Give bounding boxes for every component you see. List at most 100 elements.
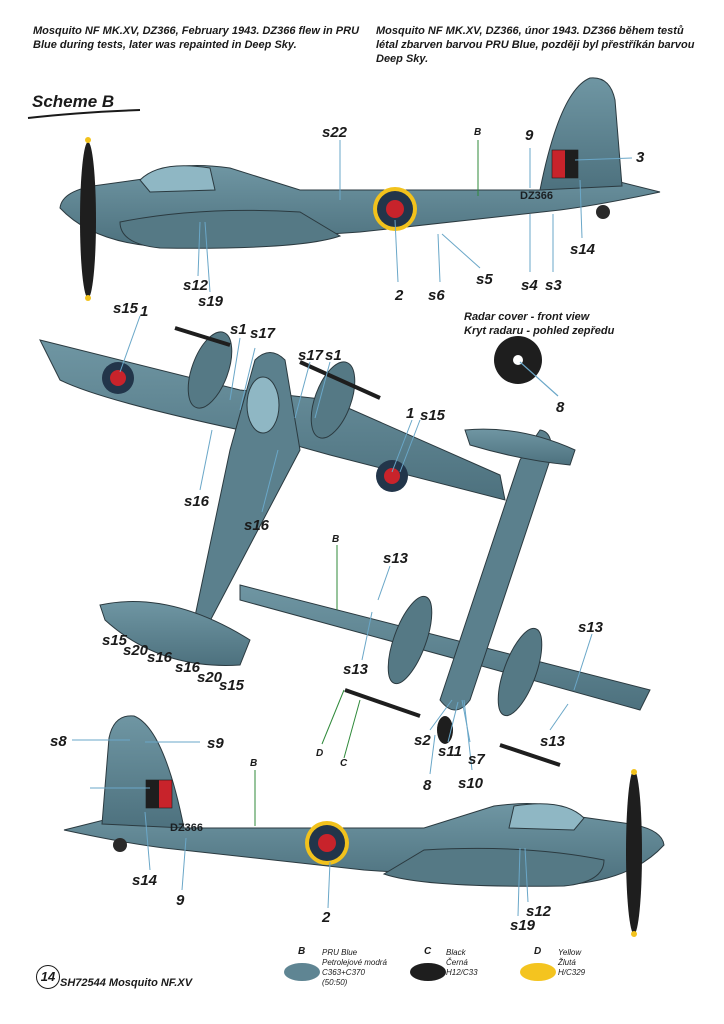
legend-line: Yellow (558, 948, 582, 957)
callout-label: s1 (230, 321, 247, 338)
callout-label: s13 (343, 661, 369, 678)
prop-tip (631, 769, 637, 775)
callout-label: C (340, 758, 348, 769)
callout-label: s4 (521, 277, 538, 294)
callout-label: s12 (526, 903, 552, 920)
callout-label: s3 (545, 277, 562, 294)
callout-label: s8 (50, 733, 67, 750)
propeller-blade (80, 142, 96, 298)
tailplane (99, 601, 251, 666)
callout-label: 8 (423, 777, 432, 794)
serial-text: DZ366 (520, 190, 553, 202)
callout-label: s16 (175, 659, 201, 676)
callout-label: s2 (414, 732, 431, 749)
footer-title: SH72544 Mosquito NF.XV (60, 977, 193, 989)
fin-flash-dark (146, 780, 159, 808)
legend-code-c: C (424, 946, 432, 957)
callout-labels: s22 B 9 3 s12 s19 2 s6 s5 s4 s3 s14 s15 … (50, 124, 645, 934)
callout-label: s15 (102, 632, 128, 649)
scheme-underline (27, 109, 141, 119)
legend-line: Black (446, 948, 466, 957)
propeller-blade (344, 688, 421, 718)
caption-english: Mosquito NF MK.XV, DZ366, February 1943.… (33, 25, 360, 51)
legend-swatch-yellow (520, 963, 556, 981)
callout-label: 2 (321, 909, 331, 926)
callout-label: D (316, 748, 323, 759)
callout-label: s19 (198, 293, 224, 310)
legend-swatch-pru-blue (284, 963, 320, 981)
tailplane (464, 428, 576, 466)
canopy (139, 165, 216, 193)
engine-nacelle (382, 847, 605, 887)
callout-label: 1 (140, 303, 148, 320)
callout-label: 2 (394, 287, 404, 304)
roundel-red (318, 834, 336, 852)
fuselage (439, 429, 552, 711)
prop-tip (85, 137, 91, 143)
prop-tip (631, 931, 637, 937)
radar-cover-title-en: Radar cover - front view (464, 311, 590, 323)
roundel-left-red (110, 370, 126, 386)
legend-line: Černá (446, 958, 468, 967)
engine-nacelle (119, 209, 342, 249)
callout-label: 9 (176, 892, 185, 909)
legend-line: H12/C33 (446, 968, 478, 977)
tail-wheel (596, 205, 610, 219)
callout-label: s17 (250, 325, 276, 342)
wing (239, 584, 651, 711)
callout-label: s19 (510, 917, 536, 934)
side-view-left: DZ366 (59, 77, 661, 301)
callout-lines (72, 140, 633, 917)
tail-wheel (113, 838, 127, 852)
radar-cover-title-cz: Kryt radaru - pohled zepředu (464, 325, 615, 337)
callout-label: B (250, 758, 257, 769)
side-view-right: DZ366 (63, 715, 665, 937)
callout-label: s15 (219, 677, 245, 694)
callout-label: s12 (183, 277, 209, 294)
callout-label: s20 (197, 669, 223, 686)
callout-label: 8 (556, 399, 565, 416)
bottom-view (239, 428, 651, 767)
legend-text-c: Black Černá H12/C33 (446, 948, 478, 978)
nacelle-right (497, 627, 543, 717)
callout-label: s7 (468, 751, 485, 768)
legend-line: H/C329 (558, 968, 586, 977)
legend-text-b: PRU Blue Petrolejové modrá C363+C370 (50… (322, 948, 387, 988)
nacelle-left (187, 331, 233, 409)
callout-label: s15 (113, 300, 139, 317)
caption-czech: Mosquito NF MK.XV, DZ366, únor 1943. DZ3… (376, 25, 695, 65)
legend-line: PRU Blue (322, 948, 358, 957)
callout-label: s9 (207, 735, 224, 752)
color-callout-lines (254, 140, 479, 826)
callout-label: s13 (540, 733, 566, 750)
page-number: 14 (36, 965, 60, 989)
legend-line: (50:50) (322, 978, 348, 987)
callout-label: s11 (438, 743, 462, 760)
callout-label: s16 (244, 517, 270, 534)
propeller-blade (499, 743, 561, 767)
callout-label: 9 (525, 127, 534, 144)
radar-cover-title: Radar cover - front view Kryt radaru - p… (464, 310, 614, 338)
canopy (246, 376, 280, 434)
callout-label: s20 (123, 642, 149, 659)
legend-line: C363+C370 (322, 968, 365, 977)
callout-label: B (474, 127, 481, 138)
callout-label: s10 (458, 775, 484, 792)
roundel-red (386, 200, 404, 218)
callout-label: s5 (476, 271, 493, 288)
propeller-blade (174, 326, 231, 347)
top-view (39, 326, 506, 666)
fin-flash-dark (565, 150, 578, 178)
callout-label: B (332, 534, 339, 545)
callout-label: s13 (383, 550, 409, 567)
serial-text: DZ366 (170, 822, 203, 834)
legend-code-b: B (298, 946, 306, 957)
callout-label: s17 (298, 347, 324, 364)
legend-text-d: Yellow Žlutá H/C329 (558, 948, 585, 978)
callout-label: s6 (428, 287, 445, 304)
callout-label: 1 (406, 405, 414, 422)
callout-label: s22 (322, 124, 348, 141)
fin (101, 715, 185, 829)
canopy (508, 803, 585, 831)
callout-label: s1 (325, 347, 342, 364)
